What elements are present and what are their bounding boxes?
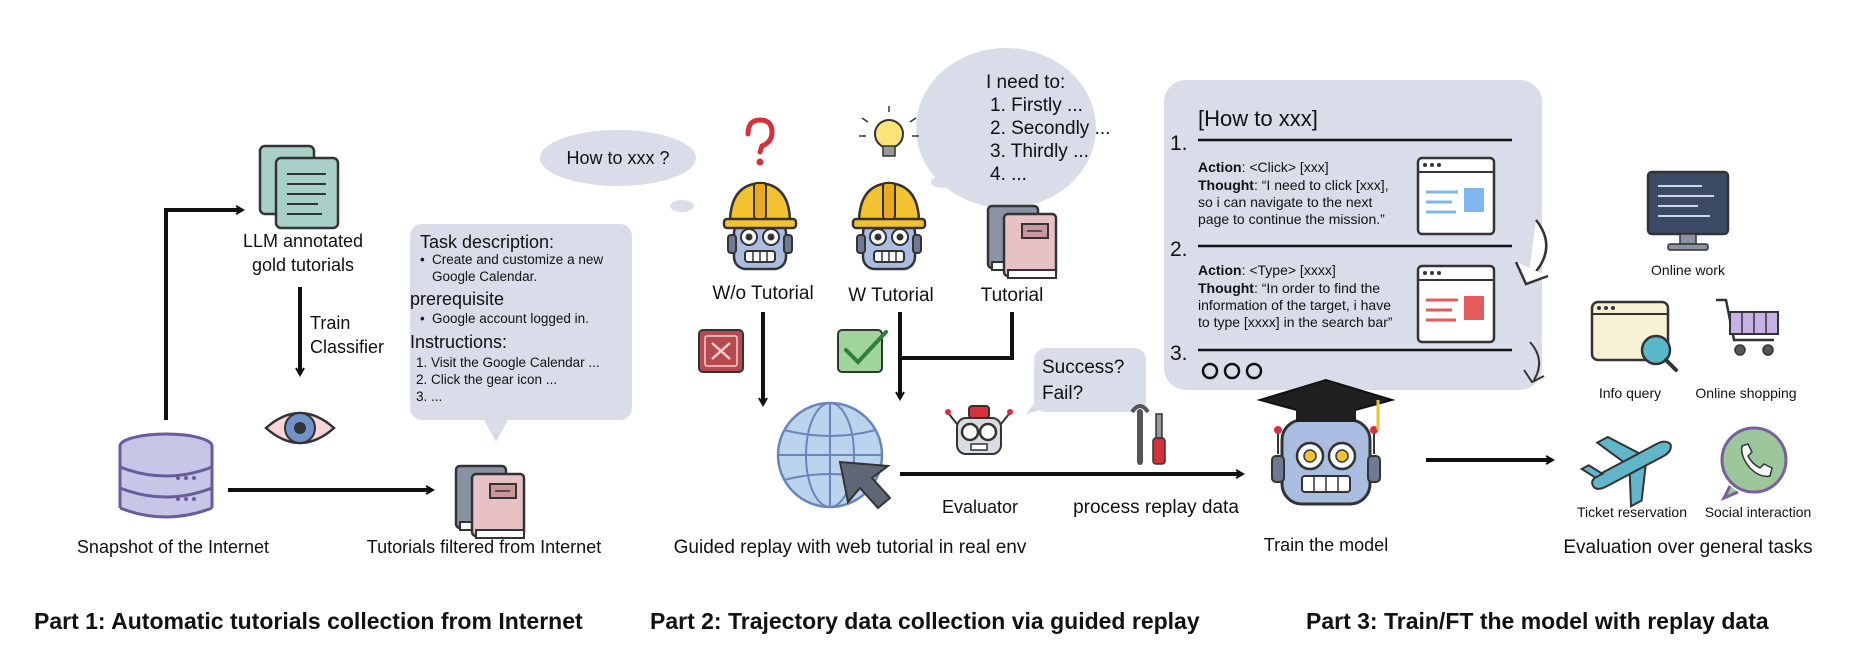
- question-mark-icon: [745, 117, 775, 166]
- part1-title: Part 1: Automatic tutorials collection f…: [34, 608, 583, 634]
- svg-text:Thought: “In order to find the: Thought: “In order to find the: [1198, 280, 1380, 296]
- browser-window-icon-1: [1416, 156, 1496, 236]
- task-ticket: Ticket reservation: [1577, 504, 1687, 520]
- task-bullet1-line2: Google Calendar.: [432, 269, 537, 284]
- train-label: Train the model: [1264, 535, 1388, 555]
- task-online-work: Online work: [1651, 262, 1726, 278]
- curved-arrow-icon-2: [1523, 341, 1545, 384]
- w-tutorial-label: W Tutorial: [848, 285, 934, 306]
- ellipsis-circles-icon: [1201, 362, 1263, 380]
- task-info-query: Info query: [1599, 385, 1661, 401]
- question-bubble: [540, 130, 696, 212]
- task-heading3: Instructions:: [410, 332, 507, 352]
- monitor-icon: [1646, 170, 1730, 251]
- chat-phone-icon: [1720, 426, 1788, 501]
- card-step3-num: 3.: [1170, 342, 1188, 365]
- eval-bubble-line2: Fail?: [1042, 383, 1083, 404]
- part2-title: Part 2: Trajectory data collection via g…: [650, 608, 1200, 634]
- process-label: process replay data: [1073, 497, 1239, 518]
- card-step2-num: 2.: [1170, 238, 1188, 261]
- eval-title: Evaluation over general tasks: [1563, 537, 1812, 558]
- filtered-label: Tutorials filtered from Internet: [367, 537, 601, 557]
- robot-no-tutorial-icon: [722, 181, 798, 271]
- step1-thought-line2: so i can navigate to the next: [1198, 194, 1372, 210]
- plan-line0: I need to:: [986, 72, 1065, 93]
- browser-window-icon-2: [1416, 264, 1496, 344]
- step1-action-key: Action: [1198, 159, 1242, 175]
- success-check-icon: [837, 329, 888, 373]
- plan-line1: 1. Firstly ...: [990, 95, 1083, 116]
- step2-thought-line3: to type [xxxx] in the search bar”: [1198, 314, 1393, 330]
- wo-tutorial-label: W/o Tutorial: [712, 283, 813, 304]
- card-step1-num: 1.: [1170, 132, 1188, 155]
- task-step3: 3. ...: [416, 389, 442, 404]
- svg-text:Action: <Type> [xxxx]: Action: <Type> [xxxx]: [1198, 262, 1336, 278]
- tools-icon: [1130, 404, 1166, 465]
- lightbulb-icon: [859, 106, 919, 157]
- task-bullet-dot2: •: [420, 311, 425, 326]
- arrow-tutorial-merge: [900, 312, 1014, 360]
- cursor-icon: [838, 460, 892, 510]
- shopping-cart-icon: [1716, 298, 1779, 356]
- task-bullet-dot1: •: [420, 252, 425, 267]
- part3-title: Part 3: Train/FT the model with replay d…: [1306, 608, 1769, 634]
- svg-text:Action: <Click> [xxx]: Action: <Click> [xxx]: [1198, 159, 1329, 175]
- task-bullet1-line1: Create and customize a new: [432, 252, 603, 267]
- eval-bubble-line1: Success?: [1042, 357, 1124, 378]
- step2-thought-key: Thought: [1198, 280, 1254, 296]
- step1-action-val: : <Click> [xxx]: [1242, 159, 1329, 175]
- robot-with-tutorial-icon: [851, 181, 927, 271]
- plan-line4: 4. ...: [990, 164, 1027, 185]
- filtered-books-icon: [454, 464, 526, 540]
- svg-text:Thought: “I need to click [xxx: Thought: “I need to click [xxx],: [1198, 177, 1389, 193]
- task-heading1: Task description:: [420, 232, 554, 252]
- search-window-icon: [1590, 300, 1678, 372]
- evaluator-label: Evaluator: [942, 497, 1018, 517]
- evaluator-robot-icon: [945, 405, 1013, 455]
- curved-arrow-icon-1: [1514, 219, 1549, 286]
- arrow-db-to-gold: [164, 210, 242, 420]
- task-social: Social interaction: [1705, 504, 1812, 520]
- eye-icon: [264, 411, 336, 445]
- env-label: Guided replay with web tutorial in real …: [674, 537, 1027, 558]
- tutorial-label: Tutorial: [981, 285, 1044, 306]
- gold-label-line2: gold tutorials: [252, 255, 354, 275]
- database-icon: [118, 432, 214, 519]
- step1-thought-line3: page to continue the mission.”: [1198, 211, 1385, 227]
- step1-thought-key: Thought: [1198, 177, 1254, 193]
- classifier-line1: Train: [310, 313, 350, 333]
- task-step2: 2. Click the gear icon ...: [416, 372, 557, 387]
- step2-action-val: : <Type> [xxxx]: [1242, 262, 1336, 278]
- task-online-shopping: Online shopping: [1695, 385, 1796, 401]
- database-label: Snapshot of the Internet: [77, 537, 269, 557]
- classifier-line2: Classifier: [310, 337, 384, 357]
- graduate-robot-icon: [1256, 378, 1396, 506]
- tutorial-books-icon: [986, 204, 1058, 280]
- gold-label-line1: LLM annotated: [243, 231, 363, 251]
- documents-icon: [258, 144, 340, 230]
- fail-x-icon: [698, 329, 744, 373]
- eval-bubble: [1026, 348, 1146, 414]
- card-heading: [How to xxx]: [1198, 106, 1318, 131]
- step2-thought-line2: information of the target, i have: [1198, 297, 1391, 313]
- airplane-icon: [1579, 435, 1672, 508]
- plan-line3: 3. Thirdly ...: [990, 141, 1089, 162]
- plan-line2: 2. Secondly ...: [990, 118, 1110, 139]
- task-heading2: prerequisite: [410, 289, 504, 309]
- step2-action-key: Action: [1198, 262, 1242, 278]
- task-card: [410, 224, 632, 442]
- question-bubble-text: How to xxx ?: [566, 148, 669, 168]
- step2-thought-line1: : “In order to find the: [1254, 280, 1380, 296]
- step1-thought-line1: : “I need to click [xxx],: [1254, 177, 1389, 193]
- task-bullet2: Google account logged in.: [432, 311, 589, 326]
- plan-bubble: [916, 48, 1096, 208]
- task-step1: 1. Visit the Google Calendar ...: [416, 355, 600, 370]
